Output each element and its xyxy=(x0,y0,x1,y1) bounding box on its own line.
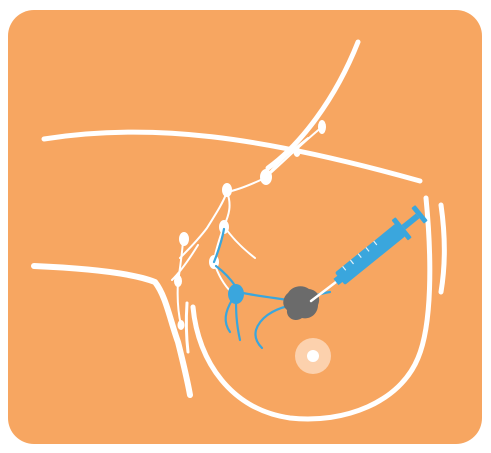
chest-contour xyxy=(186,303,188,352)
nipple xyxy=(307,350,319,362)
background-panel xyxy=(8,10,482,444)
sentinel-lymph-node-icon xyxy=(228,284,244,304)
lymph-node-icon xyxy=(260,169,272,185)
lymph-node-icon xyxy=(318,120,326,134)
lymph-node-icon xyxy=(174,275,182,287)
lymph-node-icon xyxy=(294,147,301,157)
lymph-node-icon xyxy=(179,232,189,246)
lymph-node-icon xyxy=(178,320,185,330)
lymph-node-icon xyxy=(222,183,232,197)
